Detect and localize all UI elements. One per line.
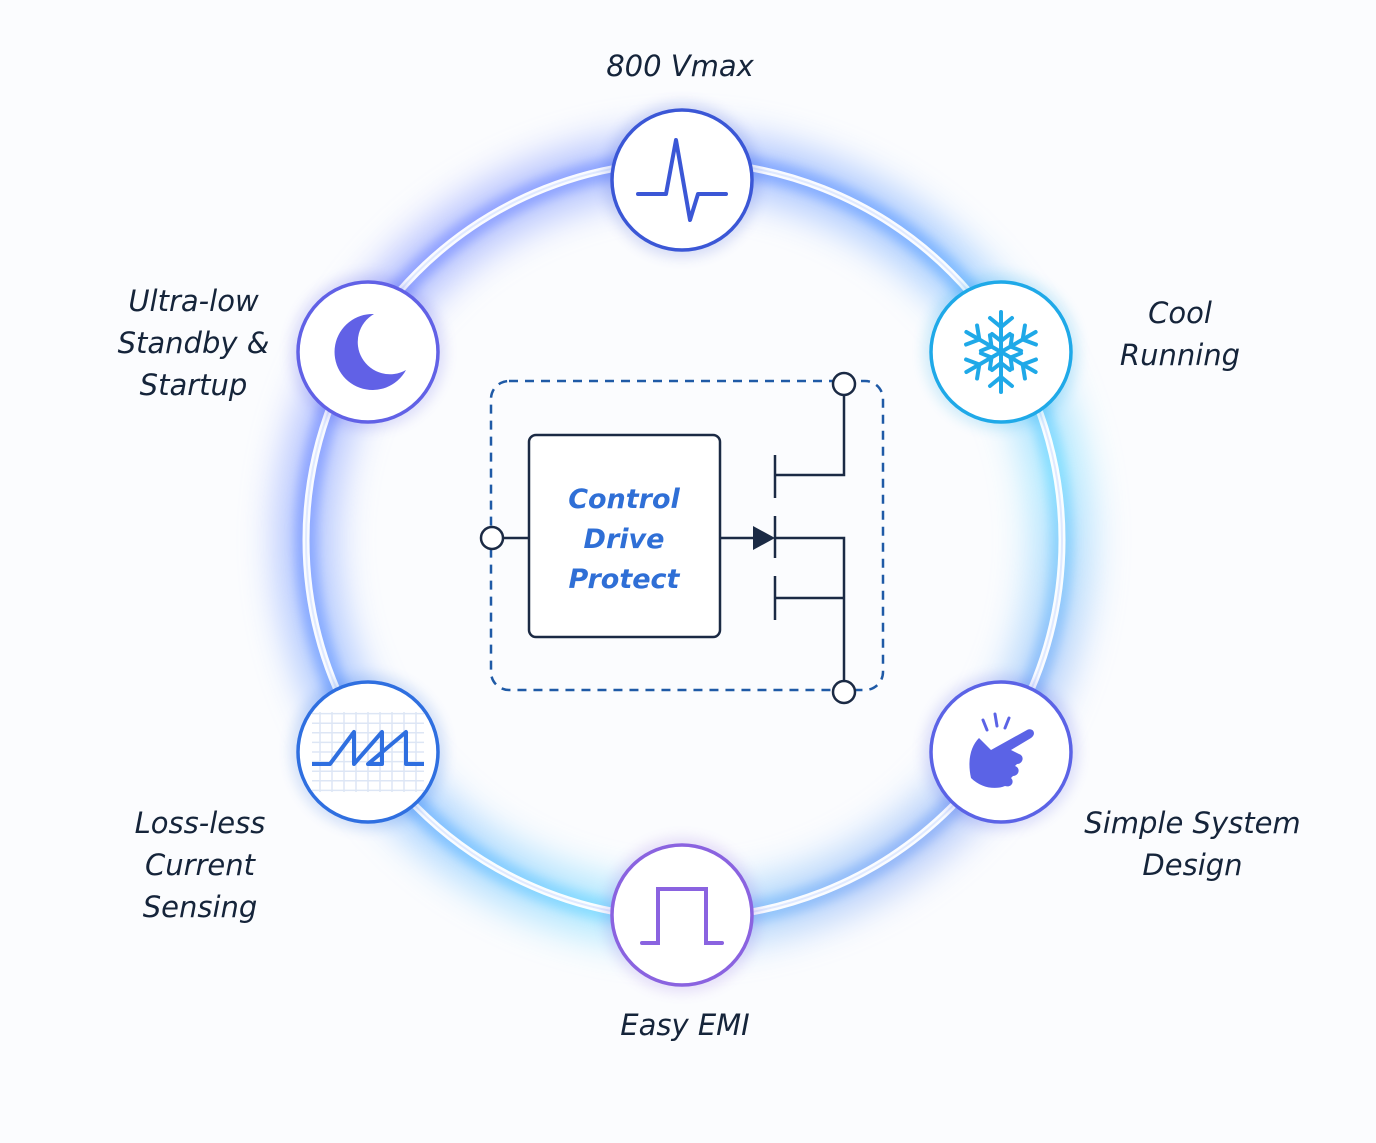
center-line-3: Protect xyxy=(568,564,680,595)
square-pulse-icon xyxy=(640,887,724,945)
feature-node-simple xyxy=(923,674,1079,830)
feature-label-cool: Cool Running xyxy=(1119,296,1241,372)
control-block-label: Control Drive Protect xyxy=(530,480,718,600)
feature-label-sensing: Loss-less Current Sensing xyxy=(134,806,266,924)
feature-node-emi xyxy=(604,837,760,993)
snapping-hand-icon xyxy=(969,712,1034,788)
feature-node-standby xyxy=(290,274,446,430)
snowflake-icon xyxy=(964,310,1038,394)
drain-terminal xyxy=(831,371,857,397)
input-terminal xyxy=(479,525,505,551)
feature-label-emi: Easy EMI xyxy=(620,1008,750,1042)
gate-arrow xyxy=(753,526,775,550)
feature-node-sensing xyxy=(290,674,446,830)
feature-node-vmax xyxy=(604,102,760,258)
feature-label-simple: Simple System Design xyxy=(1084,806,1301,882)
source-wire xyxy=(775,536,846,680)
node-circle xyxy=(610,843,754,987)
feature-label-vmax: 800 Vmax xyxy=(606,49,754,83)
feature-node-cool xyxy=(923,274,1079,430)
center-line-1: Control xyxy=(568,484,680,515)
crescent-moon-icon xyxy=(334,313,406,390)
control-block xyxy=(527,433,722,639)
center-line-2: Drive xyxy=(583,524,665,555)
control-schematic xyxy=(479,371,885,705)
pulse-waveform-icon xyxy=(636,138,728,222)
source-terminal xyxy=(831,679,857,705)
sawtooth-grid-icon xyxy=(312,712,424,792)
feature-label-standby: Ultra-low Standby & Startup xyxy=(117,284,270,402)
node-circle xyxy=(296,280,440,424)
feature-nodes xyxy=(290,102,1079,993)
drain-wire xyxy=(775,396,846,477)
